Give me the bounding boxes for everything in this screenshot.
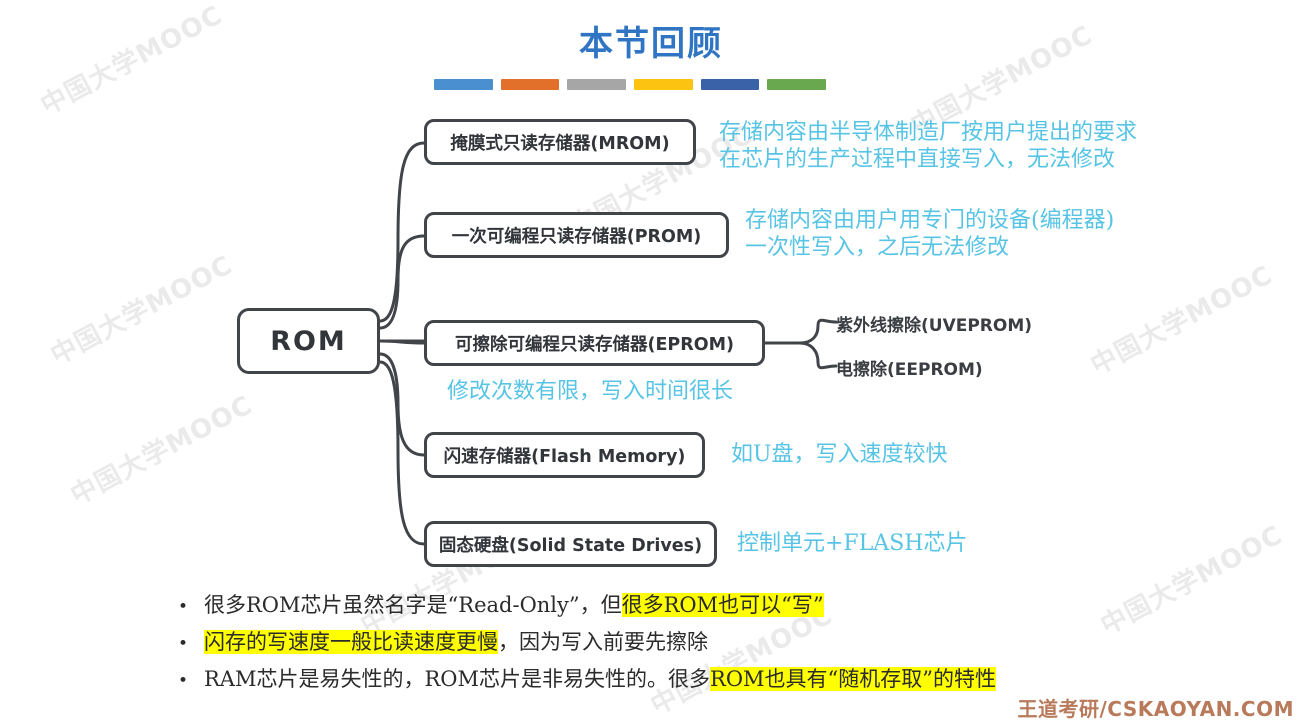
watermark: 中国大学MOOC bbox=[45, 250, 238, 372]
annotation-ssd: 控制单元+FLASH芯片 bbox=[737, 531, 968, 556]
node-mrom[interactable]: 掩膜式只读存储器(MROM) bbox=[424, 119, 696, 165]
bullet-marker: • bbox=[178, 634, 189, 654]
subnode-eeprom[interactable]: 电擦除(EEPROM) bbox=[836, 355, 983, 380]
bullet-marker: • bbox=[178, 671, 189, 691]
node-ssd[interactable]: 固态硬盘(Solid State Drives) bbox=[424, 521, 717, 567]
bullet-text: RAM芯片是易失性的，ROM芯片是非易失性的。很多ROM也具有“随机存取”的特性 bbox=[204, 662, 1278, 697]
accent-bar-4 bbox=[634, 79, 693, 90]
list-item: • RAM芯片是易失性的，ROM芯片是非易失性的。很多ROM也具有“随机存取”的… bbox=[178, 662, 1278, 699]
accent-bar-3 bbox=[567, 79, 627, 90]
list-item: • 很多ROM芯片虽然名字是“Read-Only”，但很多ROM也可以“写” bbox=[178, 588, 1278, 625]
node-label: 闪速存储器(Flash Memory) bbox=[443, 446, 686, 467]
node-label: 可擦除可编程只读存储器(EPROM) bbox=[454, 334, 735, 355]
subnode-label: 电擦除(EEPROM) bbox=[836, 360, 983, 380]
footer-watermark: 王道考研/CSKAOYAN.COM bbox=[1017, 697, 1294, 721]
node-prom[interactable]: 一次可编程只读存储器(PROM) bbox=[424, 212, 729, 258]
node-eprom[interactable]: 可擦除可编程只读存储器(EPROM) bbox=[424, 320, 765, 366]
annotation-eprom: 修改次数有限，写入时间很长 bbox=[447, 379, 734, 404]
summary-bullet-list: • 很多ROM芯片虽然名字是“Read-Only”，但很多ROM也可以“写” •… bbox=[178, 588, 1278, 699]
watermark: 中国大学MOOC bbox=[65, 390, 258, 512]
page-title: 本节回顾 bbox=[579, 24, 723, 64]
bullet-segment: 很多ROM芯片虽然名字是“Read-Only”，但 bbox=[204, 593, 622, 617]
node-label: 掩膜式只读存储器(MROM) bbox=[450, 133, 670, 154]
bullet-segment: RAM芯片是易失性的，ROM芯片是非易失性的。很多 bbox=[204, 667, 711, 691]
bullet-text: 闪存的写速度一般比读速度更慢，因为写入前要先擦除 bbox=[204, 625, 1278, 660]
accent-bar-group bbox=[434, 79, 827, 90]
node-rom-root[interactable]: ROM bbox=[237, 308, 380, 374]
bullet-text: 很多ROM芯片虽然名字是“Read-Only”，但很多ROM也可以“写” bbox=[204, 588, 1278, 623]
subnode-uveprom[interactable]: 紫外线擦除(UVEPROM) bbox=[836, 311, 1032, 336]
annotation-mrom: 存储内容由半导体制造厂按用户提出的要求 在芯片的生产过程中直接写入，无法修改 bbox=[719, 120, 1138, 172]
subnode-label: 紫外线擦除(UVEPROM) bbox=[836, 316, 1033, 336]
node-flash-memory[interactable]: 闪速存储器(Flash Memory) bbox=[424, 432, 705, 478]
node-label: 固态硬盘(Solid State Drives) bbox=[438, 535, 703, 556]
annotation-flash: 如U盘，写入速度较快 bbox=[731, 442, 948, 467]
accent-bar-1 bbox=[434, 79, 493, 90]
accent-bar-5 bbox=[700, 79, 760, 90]
bullet-marker: • bbox=[178, 597, 189, 617]
annotation-prom: 存储内容由用户用专门的设备(编程器) 一次性写入，之后无法修改 bbox=[745, 208, 1115, 260]
accent-bar-2 bbox=[500, 79, 560, 90]
bullet-segment: ，因为写入前要先擦除 bbox=[498, 630, 708, 654]
bullet-segment-highlighted: ROM也具有“随机存取”的特性 bbox=[710, 667, 997, 691]
watermark: 中国大学MOOC bbox=[1085, 260, 1278, 382]
list-item: • 闪存的写速度一般比读速度更慢，因为写入前要先擦除 bbox=[178, 625, 1278, 662]
accent-bar-6 bbox=[767, 79, 827, 90]
node-label: ROM bbox=[270, 325, 347, 357]
bullet-segment-highlighted: 闪存的写速度一般比读速度更慢 bbox=[204, 630, 498, 654]
bullet-segment-highlighted: 很多ROM也可以“写” bbox=[621, 593, 824, 617]
node-label: 一次可编程只读存储器(PROM) bbox=[451, 226, 702, 247]
